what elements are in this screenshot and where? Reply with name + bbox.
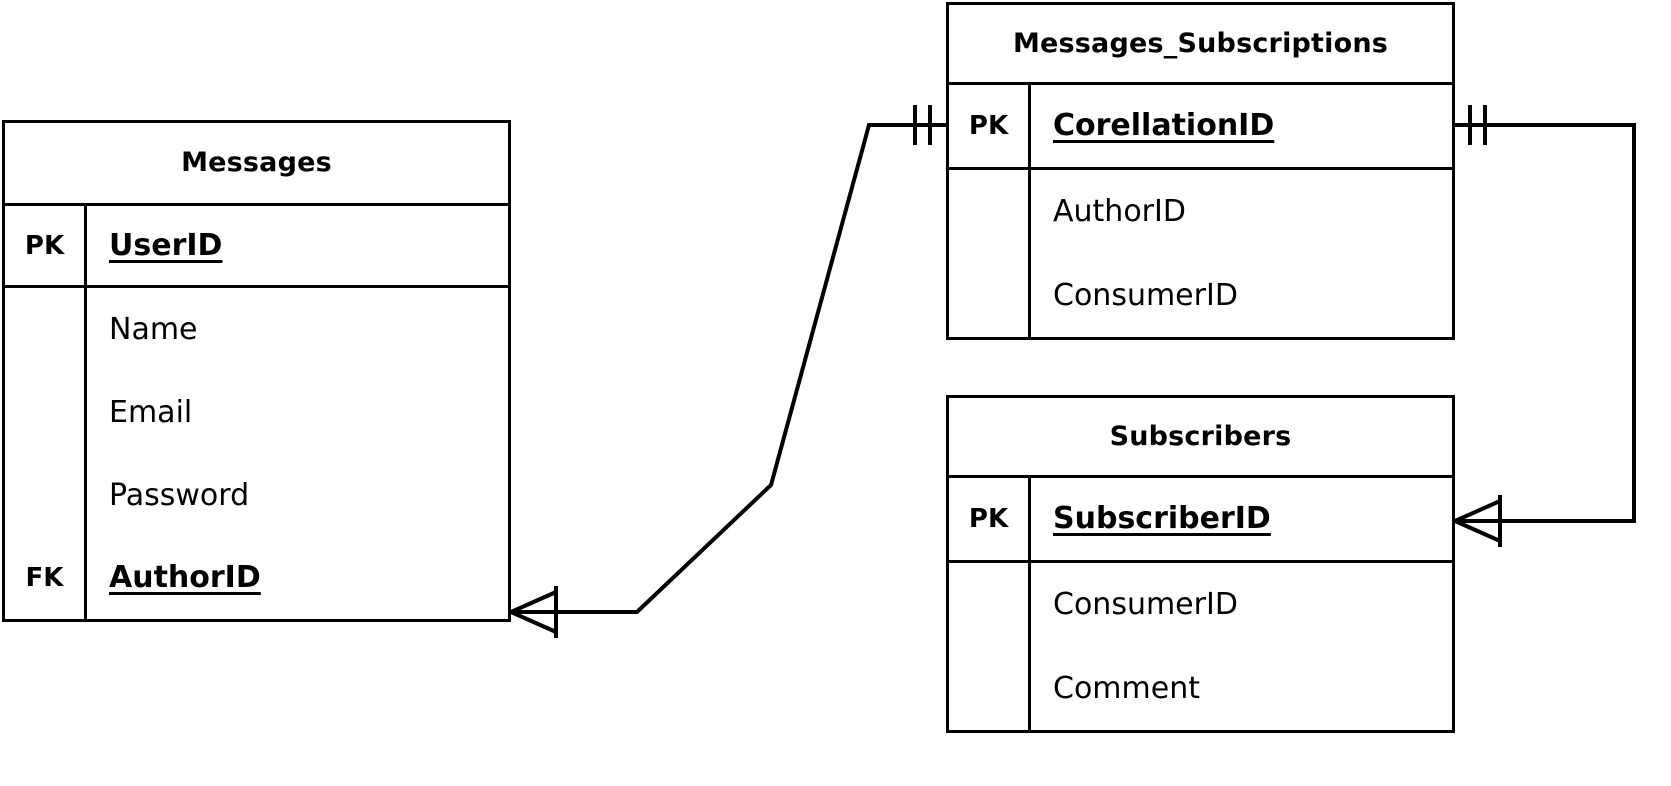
attribute-name: Name	[109, 312, 198, 348]
relationship-messages-subscriptions-to-subscribers	[1454, 105, 1636, 547]
relationship-messages-to-messages-subscriptions	[510, 105, 946, 638]
key-badge-blank	[5, 288, 87, 372]
attribute-corellationid: CorellationID	[1053, 108, 1275, 144]
attribute-userid: UserID	[109, 228, 223, 264]
entity-messages-title: Messages	[5, 123, 508, 206]
attribute-consumerid: ConsumerID	[1053, 277, 1238, 313]
entity-messages-row-userid[interactable]: PK UserID	[5, 205, 508, 289]
key-badge-blank	[949, 253, 1031, 337]
key-badge-blank	[949, 646, 1031, 730]
key-badge-pk: PK	[5, 205, 87, 286]
key-badge-fk: FK	[5, 536, 87, 620]
entity-subscribers-row-subscriberid[interactable]: PK SubscriberID	[949, 477, 1452, 564]
entity-messages-subscriptions-title: Messages_Subscriptions	[949, 5, 1452, 85]
entity-messages-row-password[interactable]: Password	[5, 453, 508, 537]
entity-messages-row-email[interactable]: Email	[5, 371, 508, 454]
key-badge-blank	[949, 563, 1031, 647]
crowsfoot-many-icon-subscribers	[1454, 495, 1502, 547]
attribute-authorid: AuthorID	[109, 560, 261, 596]
key-badge-blank	[5, 453, 87, 537]
entity-subscribers-title: Subscribers	[949, 398, 1452, 478]
attribute-consumerid: ConsumerID	[1053, 587, 1238, 623]
entity-messages-subscriptions-row-corellationid[interactable]: PK CorellationID	[949, 84, 1452, 171]
entity-subscribers-row-comment[interactable]: Comment	[949, 646, 1452, 730]
entity-messages-row-authorid[interactable]: FK AuthorID	[5, 536, 508, 620]
cardinality-one-and-only-one-icon-msgsubs-left	[913, 105, 932, 145]
cardinality-one-and-only-one-icon-msgsubs-right	[1468, 105, 1487, 145]
crowsfoot-many-icon-messages	[510, 586, 558, 638]
entity-messages-subscriptions[interactable]: Messages_Subscriptions PK CorellationID …	[946, 2, 1455, 340]
entity-messages-subscriptions-row-authorid[interactable]: AuthorID	[949, 170, 1452, 254]
entity-messages-row-name[interactable]: Name	[5, 288, 508, 372]
entity-subscribers[interactable]: Subscribers PK SubscriberID ConsumerID C…	[946, 395, 1455, 733]
attribute-email: Email	[109, 394, 193, 430]
entity-messages-subscriptions-row-consumerid[interactable]: ConsumerID	[949, 253, 1452, 337]
key-badge-pk: PK	[949, 477, 1031, 561]
attribute-password: Password	[109, 477, 250, 513]
relationship-line-1	[511, 123, 946, 614]
key-badge-blank	[5, 371, 87, 454]
key-badge-blank	[949, 170, 1031, 254]
attribute-comment: Comment	[1053, 670, 1200, 706]
key-badge-pk: PK	[949, 84, 1031, 168]
attribute-authorid: AuthorID	[1053, 194, 1186, 230]
relationship-line-2	[1455, 123, 1636, 523]
attribute-subscriberid: SubscriberID	[1053, 501, 1271, 537]
entity-messages[interactable]: Messages PK UserID Name Email Password F…	[2, 120, 511, 622]
entity-subscribers-row-consumerid[interactable]: ConsumerID	[949, 563, 1452, 647]
